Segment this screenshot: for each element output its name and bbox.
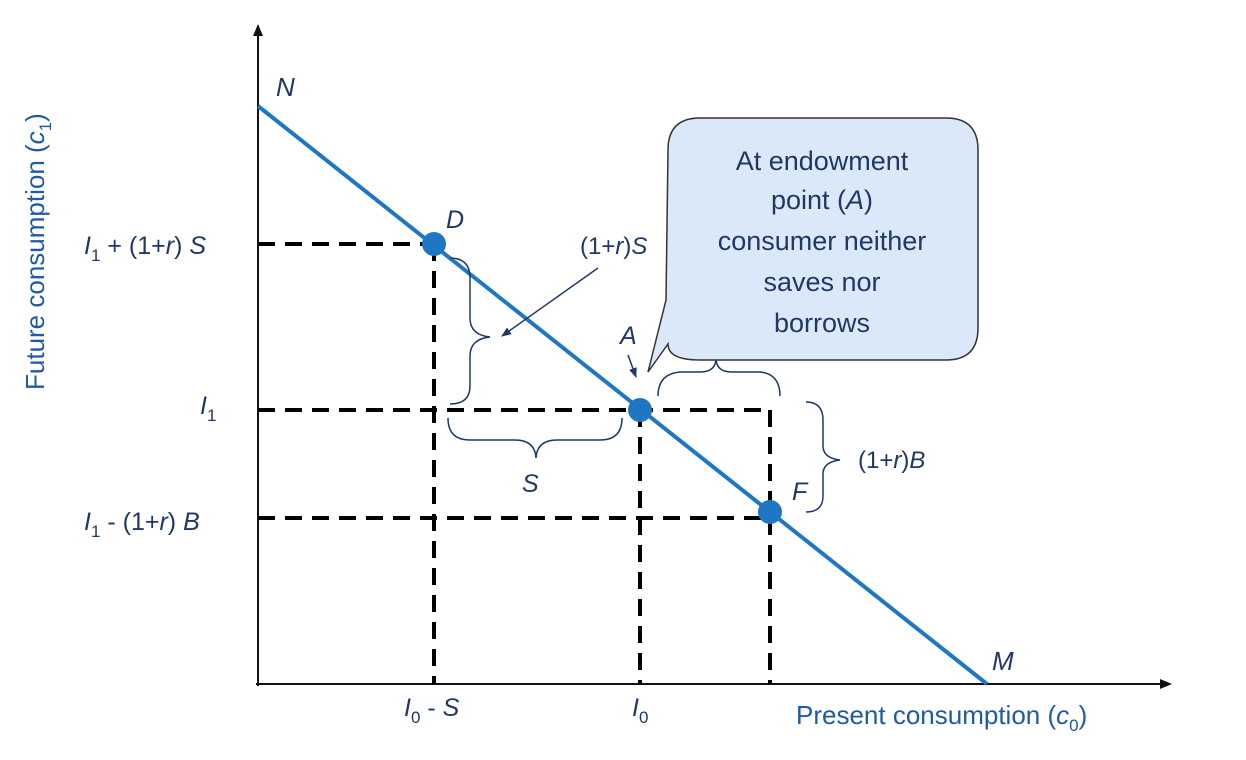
brace-saving-return bbox=[449, 257, 491, 405]
callout-line-3: consumer neither bbox=[718, 226, 927, 256]
brace-callout bbox=[657, 357, 781, 397]
y-tick-lower: I1 - (1+r) B bbox=[84, 508, 200, 541]
x-axis-title: Present consumption (c0) bbox=[796, 700, 1087, 735]
point-a-marker bbox=[628, 398, 652, 422]
endpoint-n-label: N bbox=[276, 72, 295, 102]
point-d-marker bbox=[422, 232, 446, 256]
point-f-label: F bbox=[792, 478, 809, 506]
budget-line bbox=[256, 104, 989, 686]
endpoint-m-label: M bbox=[992, 646, 1014, 676]
callout-line-2: point (A) bbox=[771, 185, 873, 215]
x-tick-middle: I0 bbox=[632, 694, 648, 727]
brace-borrow-cost bbox=[805, 401, 841, 513]
callout-bubble bbox=[647, 117, 979, 373]
saving-return-arrow bbox=[501, 267, 599, 337]
y-tick-upper: I1 + (1+r) S bbox=[84, 232, 206, 265]
brace-borrow-cost-label: (1+r)B bbox=[858, 447, 925, 474]
brace-saving bbox=[447, 417, 623, 459]
point-a-arrow bbox=[627, 354, 637, 378]
brace-saving-return-label: (1+r)S bbox=[580, 233, 647, 260]
dashed-guides bbox=[258, 242, 772, 684]
y-axis-title: Future consumption (c1) bbox=[20, 113, 55, 390]
callout-text: At endowment point (A) consumer neither … bbox=[718, 146, 927, 338]
x-tick-left: I0 - S bbox=[404, 694, 460, 727]
brace-saving-label: S bbox=[522, 470, 539, 498]
point-d-label: D bbox=[446, 206, 464, 234]
y-tick-middle: I1 bbox=[200, 392, 216, 425]
point-f-marker bbox=[758, 500, 782, 524]
callout-line-5: borrows bbox=[774, 308, 870, 338]
callout-line-4: saves nor bbox=[763, 267, 880, 297]
point-a-label: A bbox=[618, 322, 637, 350]
callout-line-1: At endowment bbox=[736, 146, 909, 176]
